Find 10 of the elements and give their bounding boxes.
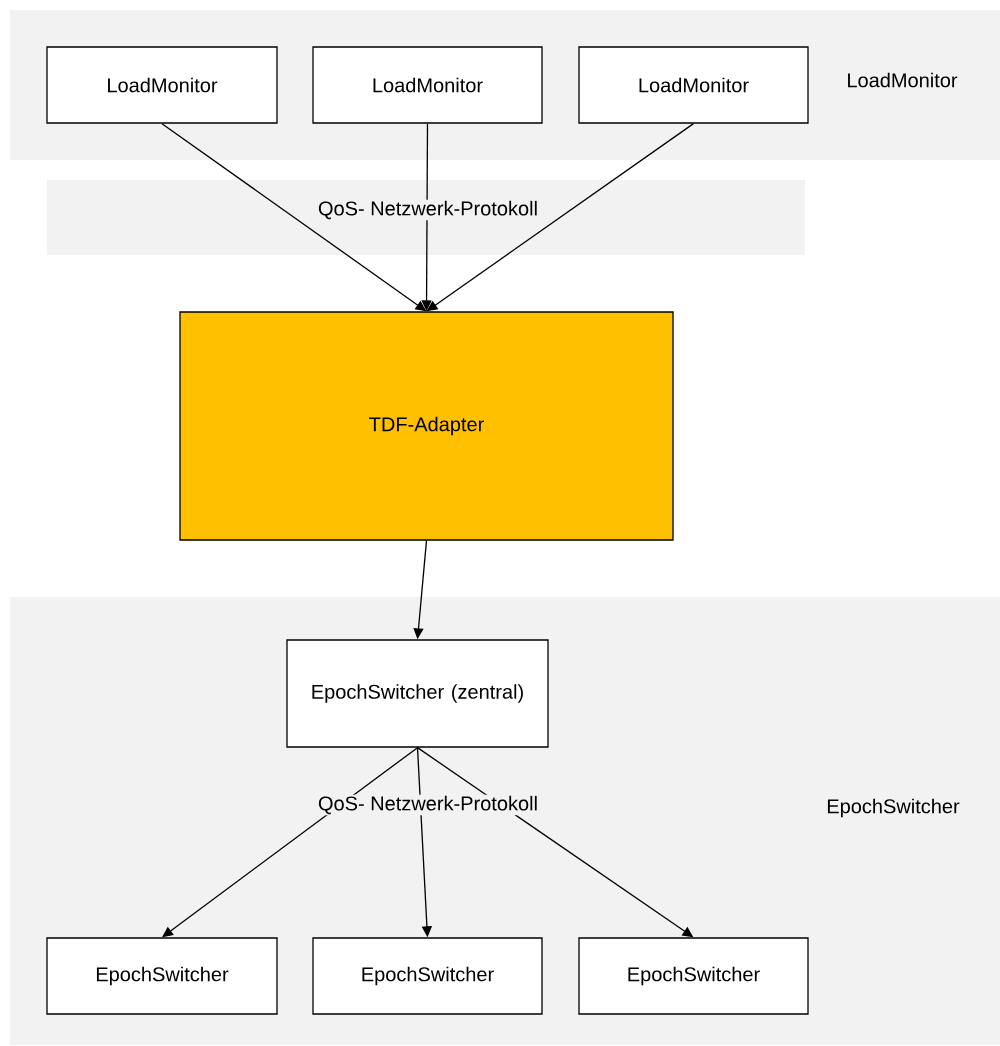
process-box: LoadMonitor xyxy=(578,46,809,124)
process-box: LoadMonitor xyxy=(312,46,543,124)
process-box: TDF-Adapter xyxy=(179,311,674,541)
process-box: EpochSwitcher xyxy=(312,937,543,1015)
arrow xyxy=(162,747,419,938)
process-box: LoadMonitor xyxy=(46,46,278,124)
process-box: EpochSwitcher (zentral) xyxy=(286,639,549,748)
process-box: EpochSwitcher xyxy=(46,937,278,1015)
process-box: EpochSwitcher xyxy=(578,937,809,1015)
band-label: EpochSwitcher xyxy=(825,797,961,819)
